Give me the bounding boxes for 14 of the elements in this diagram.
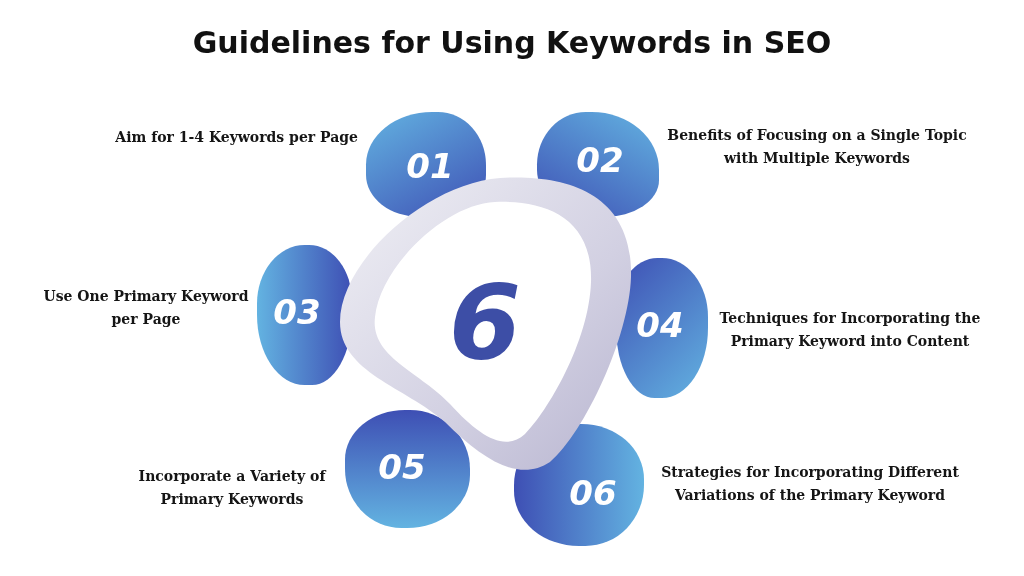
- step-description: Aim for 1-4 Keywords per Page: [114, 128, 358, 147]
- step-number: 06: [569, 476, 617, 510]
- step-number: 05: [378, 450, 426, 484]
- step-number: 02: [576, 143, 624, 177]
- step-number: 04: [636, 308, 684, 342]
- step-description: Use One Primary Keyword per Page: [43, 287, 249, 329]
- step-number: 01: [406, 149, 454, 183]
- step-description: Techniques for Incorporating the Primary Keyword into Content: [719, 309, 981, 351]
- diagram-title: Guidelines for Using Keywords in SEO: [192, 26, 832, 61]
- step-description: Strategies for Incorporating Different Variations of the Primary Keyword: [660, 463, 960, 505]
- step-description: Benefits of Focusing on a Single Topic with Multiple Keywords: [666, 126, 968, 168]
- center-number: 6: [448, 270, 522, 374]
- step-description: Incorporate a Variety of Primary Keywords: [138, 467, 326, 509]
- step-number: 03: [273, 295, 321, 329]
